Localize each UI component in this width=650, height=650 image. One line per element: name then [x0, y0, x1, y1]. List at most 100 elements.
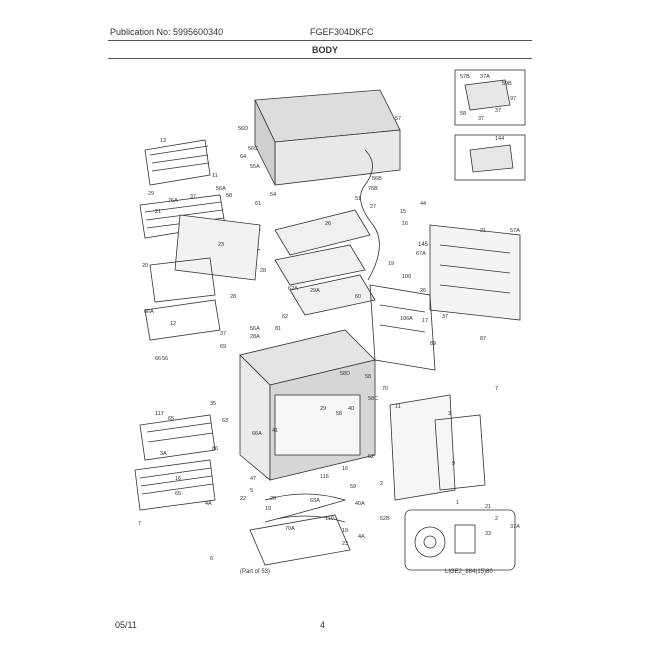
part-label: 23: [342, 541, 348, 547]
part-label: 11: [212, 173, 218, 179]
part-label: 19: [265, 506, 271, 512]
part-label: 28: [260, 268, 266, 274]
part-label: 66: [155, 356, 161, 362]
inset-box-top: [454, 69, 526, 126]
part-label: 97: [510, 96, 516, 102]
figure-code: LIGE2_884(15)80: [445, 569, 493, 575]
part-label: 58C: [368, 396, 378, 402]
part-label: 12: [170, 321, 176, 327]
part-label: 29: [320, 406, 326, 412]
part-label: 41: [272, 428, 278, 434]
inset-box-second: [454, 134, 526, 181]
part-label: 89: [430, 341, 436, 347]
part-label: 21: [480, 228, 486, 234]
part-label: 57A: [510, 228, 520, 234]
warmer-pan: [149, 257, 216, 303]
part-label: 57: [395, 116, 401, 122]
part-label: 58: [336, 411, 342, 417]
part-label: 21: [485, 504, 491, 510]
part-label: 62A: [288, 286, 298, 292]
part-label: 76A: [168, 198, 178, 204]
part-label: 65: [175, 491, 181, 497]
part-label: 60: [355, 294, 361, 300]
part-label: 117: [155, 411, 164, 417]
part-label: 3A: [160, 451, 167, 457]
part-label: 7: [495, 386, 498, 392]
part-label: 56A: [216, 186, 226, 192]
footer-date: 05/11: [115, 620, 137, 630]
part-label: 37: [495, 108, 501, 114]
part-label: 51: [355, 196, 361, 202]
part-label: 47: [250, 476, 256, 482]
part-label: 26: [325, 221, 331, 227]
part-label: 13: [160, 138, 166, 144]
part-label: 21: [155, 209, 161, 215]
part-label: 2: [380, 481, 383, 487]
header-rule: [108, 40, 532, 41]
part-label: 6: [210, 556, 213, 562]
part-label: 4A: [358, 534, 365, 540]
part-label: 19: [342, 528, 348, 534]
part-label: 7: [138, 521, 141, 527]
part-label: 23: [218, 242, 224, 248]
publication-number: Publication No: 5995600340: [110, 27, 224, 37]
oven-rack-upper: [144, 139, 211, 186]
section-title: BODY: [311, 45, 338, 55]
part-label: 15: [400, 209, 406, 215]
lower-back-panel: [434, 414, 486, 491]
part-label: 22: [240, 496, 246, 502]
part-label: 58: [365, 374, 371, 380]
inner-liner: [274, 209, 376, 316]
arrow-label: 145: [418, 242, 429, 248]
model-number: FGEF304DKFC: [310, 27, 374, 37]
right-side-panel: [389, 394, 456, 501]
rear-panel: [429, 224, 521, 321]
part-label: 28: [230, 294, 236, 300]
part-label: 59: [350, 484, 356, 490]
part-label: 70A: [285, 526, 295, 532]
part-label: 40A: [355, 501, 365, 507]
part-label: 20: [142, 263, 148, 269]
part-label: 56D: [238, 126, 248, 132]
part-label: 29: [148, 191, 154, 197]
part-label: 61: [255, 201, 261, 207]
part-label: 144: [495, 136, 504, 142]
part-label: 37: [220, 331, 226, 337]
part-label: 33: [485, 531, 491, 537]
part-label: 110: [325, 516, 334, 522]
part-label: 20: [270, 496, 276, 502]
part-label: 37A: [510, 524, 520, 530]
part-label: 3: [448, 411, 451, 417]
part-label: 5: [250, 488, 253, 494]
left-side-panel: [174, 214, 261, 281]
part-label: 35: [210, 401, 216, 407]
part-label: 29A: [310, 288, 320, 294]
part-label: 58: [460, 111, 466, 117]
oven-cavity: [239, 329, 376, 481]
control-bracket: [369, 284, 436, 371]
part-label: 66A: [252, 431, 262, 437]
part-label: 56C: [248, 146, 258, 152]
part-label: 28A: [250, 334, 260, 340]
part-label: 44: [420, 201, 426, 207]
part-label: 63A: [310, 498, 320, 504]
part-label: 4A: [205, 501, 212, 507]
part-label: 16: [175, 476, 181, 482]
convection-fan-inset: [404, 509, 516, 571]
part-label: 40: [348, 406, 354, 412]
part-label: 55A: [250, 164, 260, 170]
part-label: 70: [382, 386, 388, 392]
top-body-panel: [254, 89, 401, 186]
part-label: 11: [395, 404, 401, 410]
part-label: 56: [162, 356, 168, 362]
part-label: 1: [456, 500, 459, 506]
part-label: 16: [342, 466, 348, 472]
part-label: 69: [220, 344, 226, 350]
part-label: 26: [420, 288, 426, 294]
part-label: 63: [222, 418, 228, 424]
lower-oven-rack: [134, 459, 216, 511]
lower-bake-element: [264, 493, 347, 523]
part-label: 86: [212, 446, 218, 452]
part-label: 16: [402, 221, 408, 227]
part-label: 56B: [372, 176, 382, 182]
